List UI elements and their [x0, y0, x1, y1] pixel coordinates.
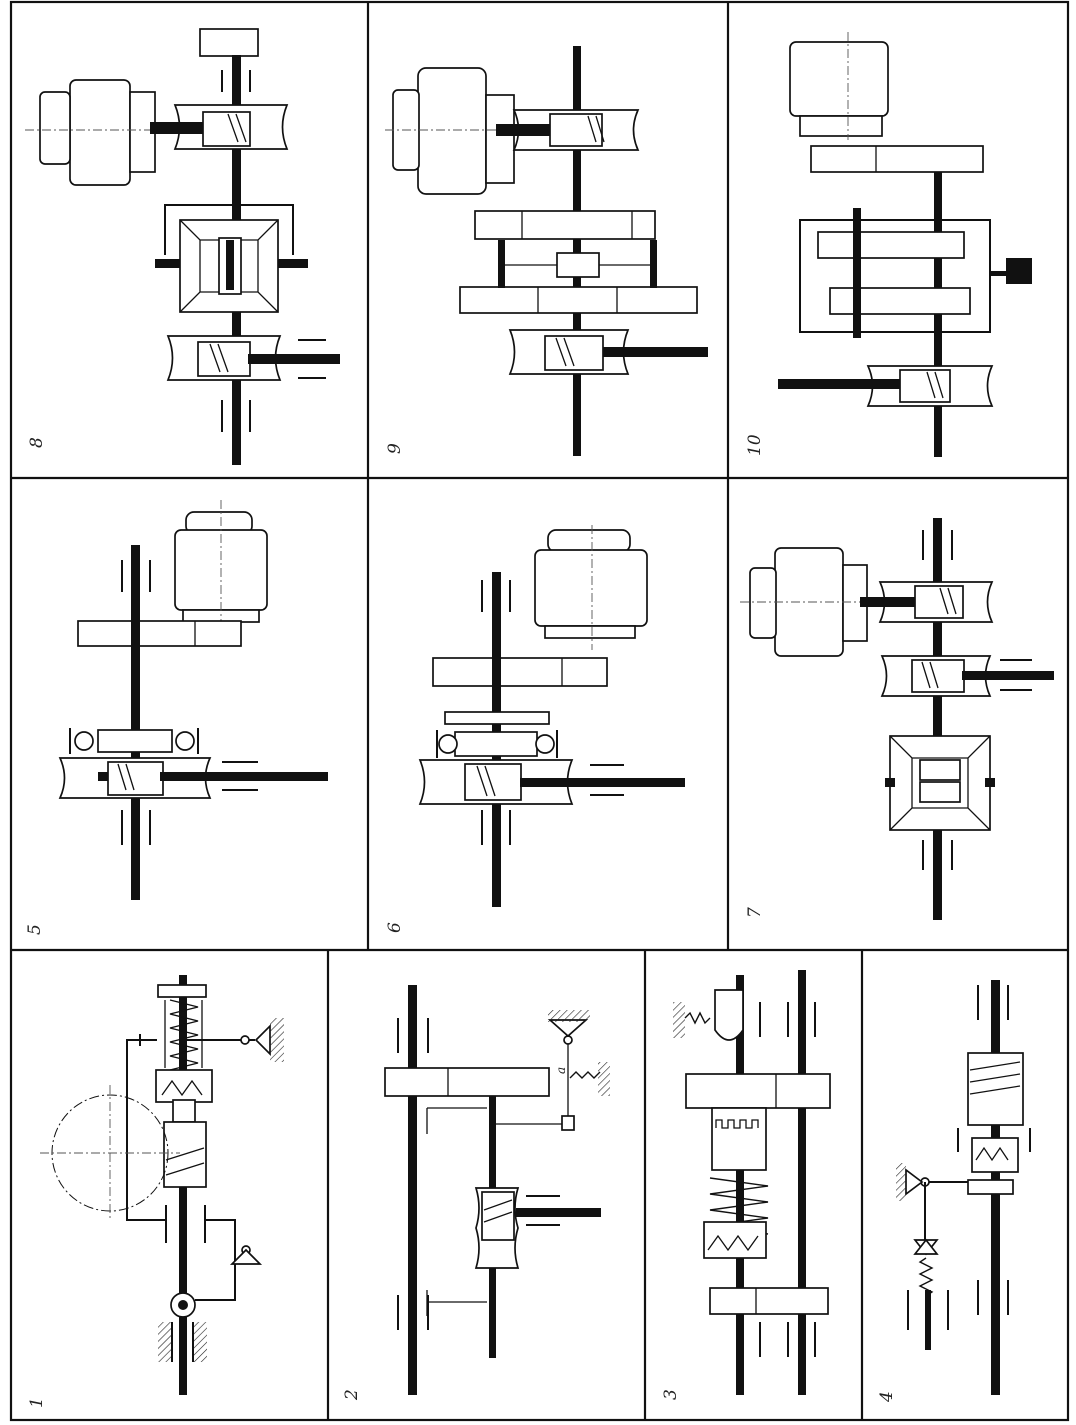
output-shaft — [131, 545, 140, 900]
worm-gear-icon — [58, 757, 328, 799]
panel-label: 6 — [385, 922, 405, 933]
bearing-icon — [69, 728, 199, 754]
panel-9: 9 — [385, 46, 708, 456]
spur-gear-icon — [829, 287, 971, 315]
panel-8: 8 — [25, 28, 340, 465]
worm-gear-icon — [880, 655, 1054, 697]
spur-gear-icon — [817, 231, 965, 259]
panel-label: 3 — [661, 1389, 681, 1400]
panel-label: 8 — [27, 437, 47, 448]
gearbox-housing — [799, 219, 991, 333]
bearing-icon — [977, 985, 1009, 1315]
motor-icon — [25, 79, 200, 186]
bearing-icon — [121, 560, 151, 845]
hinge-support-icon — [547, 1010, 590, 1045]
output-shaft — [408, 985, 417, 1395]
spur-gear-icon — [810, 145, 984, 173]
output-shaft — [736, 975, 744, 1395]
panel-label: 1 — [27, 1397, 47, 1408]
brake-icon — [1006, 258, 1032, 284]
motor-icon — [385, 67, 530, 195]
output-shaft — [933, 518, 942, 920]
worm-gear-icon — [778, 365, 994, 407]
worm-gear-icon — [418, 759, 685, 805]
spur-gear-icon — [459, 210, 698, 314]
panel-2: a 2 — [342, 985, 610, 1401]
panel-label: 4 — [877, 1391, 897, 1403]
bearing-icon — [759, 1002, 816, 1357]
motor-icon — [789, 32, 889, 140]
bearing-icon — [922, 530, 953, 870]
panel-3: 3 — [661, 970, 831, 1400]
worm-gear-icon — [474, 1187, 601, 1269]
worm-gear-icon — [508, 329, 708, 375]
bearing-icon — [165, 1205, 206, 1243]
worm-gear-icon — [967, 1052, 1024, 1126]
panel-label: 9 — [385, 443, 405, 454]
panel-6: 6 — [385, 525, 685, 933]
spring-icon — [569, 1071, 601, 1079]
panel-label: 7 — [745, 907, 765, 918]
jaw-clutch-icon — [155, 1069, 213, 1103]
panel-label: 10 — [745, 434, 765, 456]
hinge-support-icon — [254, 1018, 284, 1062]
spur-gear-icon — [384, 1067, 550, 1097]
bearing-icon — [436, 711, 558, 758]
bearing-icon — [481, 580, 511, 845]
detent-icon — [673, 989, 744, 1041]
spur-gear-icon — [709, 1287, 829, 1315]
panel-frame — [9, 0, 1070, 1422]
spur-gear-icon — [685, 1073, 831, 1109]
spring-icon — [169, 999, 199, 1071]
bevel-differential-icon — [885, 735, 995, 831]
output-shaft — [573, 46, 581, 456]
panel-label: 2 — [342, 1389, 362, 1401]
gear-coupling-icon — [711, 1107, 767, 1171]
motor-icon — [174, 500, 268, 625]
motor-icon — [740, 547, 880, 657]
worm-gear-icon — [150, 104, 289, 150]
panel-1: 1 — [27, 975, 284, 1408]
bearing-icon — [221, 70, 251, 432]
spring-cap — [157, 984, 207, 998]
panel-7: 7 — [740, 518, 1054, 920]
motor-icon — [534, 525, 648, 650]
hinge-support-icon — [229, 1245, 263, 1265]
bearing-icon — [397, 1018, 429, 1330]
worm-gear-icon — [860, 581, 994, 623]
spur-gear-icon — [432, 657, 608, 687]
bevel-differential-icon — [155, 204, 308, 313]
spur-gear-icon — [199, 28, 259, 57]
worm-gear-icon — [166, 335, 340, 381]
spur-gear-icon — [77, 620, 242, 647]
panel-label: 5 — [25, 924, 45, 935]
worm-gear-icon — [496, 109, 640, 151]
panel-10: 10 — [745, 32, 1032, 457]
panel-5: 5 — [25, 500, 328, 935]
panel-4: 4 — [877, 980, 1031, 1403]
spring-mark: a — [554, 1067, 568, 1074]
